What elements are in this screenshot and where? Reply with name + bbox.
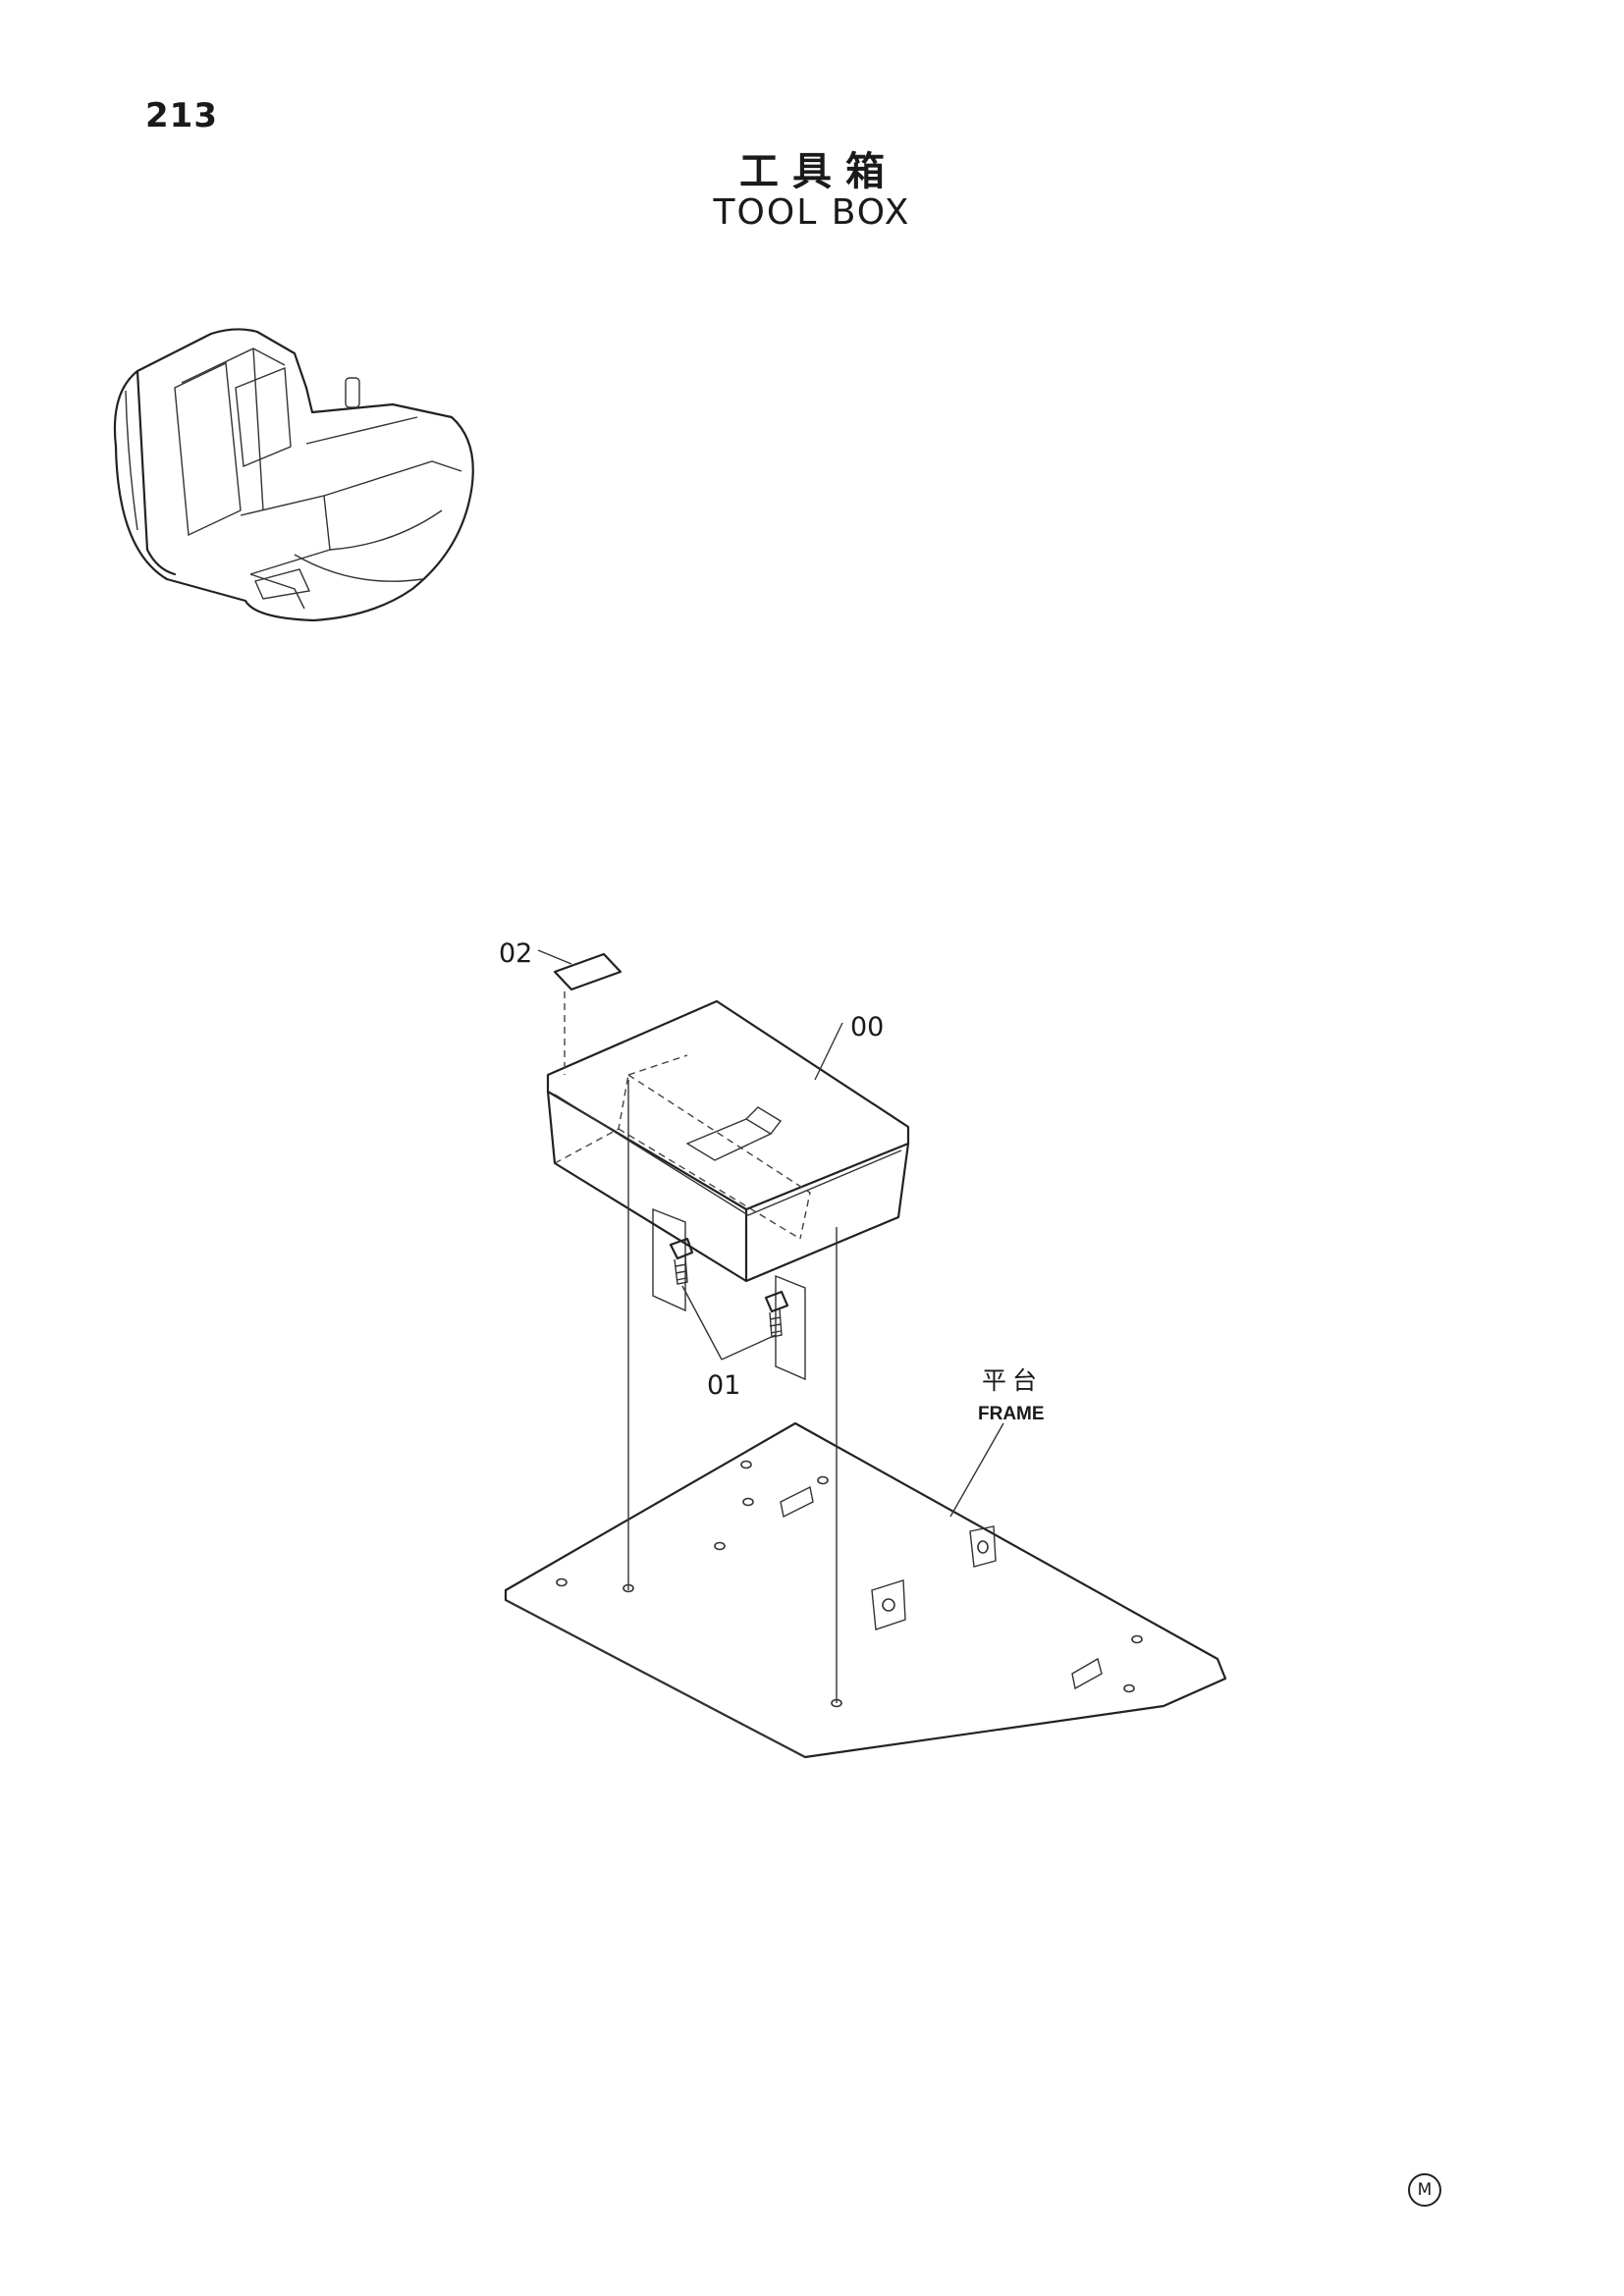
alignment-lines [537,949,1004,1703]
excavator-thumbnail [113,328,474,622]
tool-box [546,999,910,1283]
frame-plate [504,1421,1227,1759]
bolts [669,1237,789,1338]
title-english: TOOL BOX [713,192,911,233]
callout-01: 01 [707,1370,740,1401]
page-number: 213 [145,96,218,135]
callout-00: 00 [850,1012,884,1042]
title-chinese: 工具箱 [739,149,898,194]
label-plate [553,952,623,991]
frame-label-english: FRAME [978,1404,1045,1424]
callout-02: 02 [499,938,532,969]
corner-mark-icon: M [1408,2173,1441,2207]
frame-label-chinese: 平台 [982,1366,1043,1395]
